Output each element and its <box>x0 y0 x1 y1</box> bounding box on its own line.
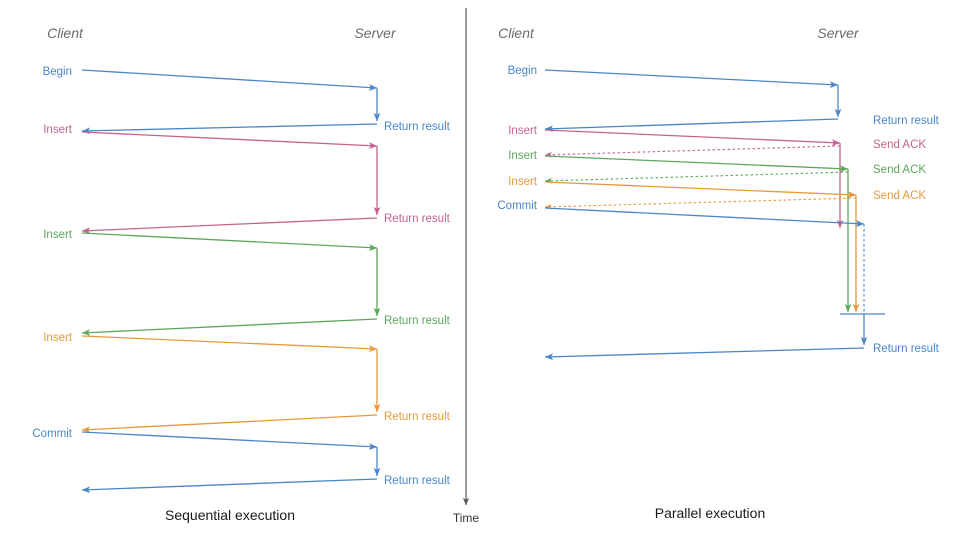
arrow-parallel-insert1-ack <box>544 145 841 158</box>
client-message-label-parallel-3: Insert <box>508 176 538 188</box>
arrow-sequential-insert2-request <box>81 232 378 251</box>
server-message-label-sequential-3: Return result <box>384 411 451 423</box>
time-axis-label: Time <box>453 511 480 525</box>
client-message-label-parallel-0: Begin <box>508 65 537 77</box>
client-message-label-parallel-4: Commit <box>497 200 537 212</box>
arrow-parallel-insert3-request <box>544 181 857 199</box>
arrows-parallel <box>544 69 885 361</box>
server-message-label-parallel-2: Send ACK <box>873 164 926 176</box>
server-message-label-sequential-4: Return result <box>384 475 451 487</box>
server-message-label-parallel-4: Return result <box>873 343 940 355</box>
panel-caption-parallel: Parallel execution <box>655 505 766 521</box>
lane-title-client: Client <box>498 25 535 41</box>
client-message-label-sequential-1: Insert <box>43 124 73 136</box>
client-message-label-sequential-0: Begin <box>43 66 72 78</box>
arrow-parallel-insert3-ack <box>544 197 857 210</box>
server-message-label-parallel-0: Return result <box>873 115 940 127</box>
arrow-sequential-commit-response <box>81 478 378 494</box>
client-message-label-sequential-2: Insert <box>43 229 73 241</box>
arrow-sequential-commit-request <box>81 431 378 450</box>
arrow-sequential-begin-response <box>81 123 378 135</box>
divider-layer: Time <box>453 8 480 525</box>
server-message-label-parallel-1: Send ACK <box>873 139 926 151</box>
server-message-label-sequential-2: Return result <box>384 315 451 327</box>
client-message-label-parallel-2: Insert <box>508 150 538 162</box>
arrow-parallel-begin-response <box>544 118 839 133</box>
client-message-label-parallel-1: Insert <box>508 125 538 137</box>
client-message-label-sequential-3: Insert <box>43 332 73 344</box>
arrow-parallel-commit-request <box>544 207 865 227</box>
lane-title-server: Server <box>354 25 397 41</box>
arrow-sequential-insert1-response <box>81 217 378 235</box>
arrow-sequential-insert3-response <box>81 414 378 433</box>
lane-title-server: Server <box>817 25 860 41</box>
panel-caption-sequential: Sequential execution <box>165 507 295 523</box>
arrow-parallel-insert2-request <box>544 155 849 173</box>
server-message-label-parallel-3: Send ACK <box>873 190 926 202</box>
arrow-parallel-begin-request <box>544 69 839 88</box>
arrow-sequential-insert2-response <box>81 318 378 336</box>
lane-title-client: Client <box>47 25 84 41</box>
arrow-sequential-begin-request <box>81 69 378 91</box>
server-message-label-sequential-0: Return result <box>384 121 451 133</box>
arrow-sequential-insert3-request <box>81 335 378 353</box>
arrow-sequential-insert1-request <box>81 131 378 149</box>
arrow-parallel-commit-response <box>544 347 865 361</box>
arrow-parallel-insert1-request <box>544 129 841 147</box>
arrow-parallel-insert2-ack <box>544 171 849 184</box>
arrows-sequential <box>81 69 381 494</box>
client-message-label-sequential-4: Commit <box>32 428 72 440</box>
server-message-label-sequential-1: Return result <box>384 213 451 225</box>
